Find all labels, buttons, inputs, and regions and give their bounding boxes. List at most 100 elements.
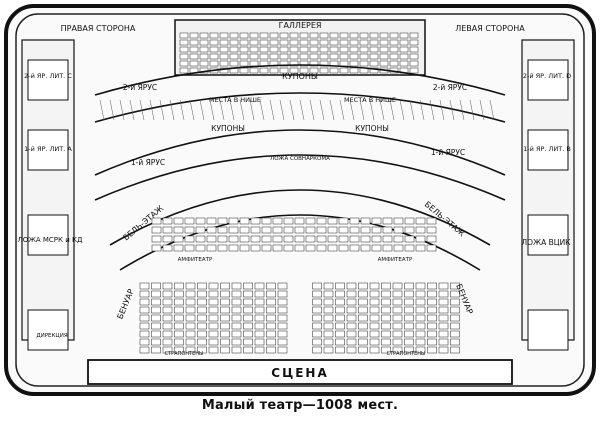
amphitheatre-seat xyxy=(173,217,184,225)
amphitheatre-seat xyxy=(316,217,327,225)
gallery-seat xyxy=(219,53,229,60)
gallery-seat xyxy=(179,53,189,60)
directorate-label: ДИРЕКЦИЯ xyxy=(36,333,67,339)
parterre-seat xyxy=(323,290,334,298)
parterre-seat xyxy=(369,282,380,290)
gallery-seat xyxy=(299,67,309,74)
gallery-seat xyxy=(319,39,329,46)
parterre-seat xyxy=(415,306,426,314)
gallery-seat xyxy=(299,53,309,60)
gallery-seat xyxy=(269,39,279,46)
parterre-seat xyxy=(346,314,357,322)
lit-d-label: 2-й ЯР. ЛИТ. D xyxy=(523,72,571,80)
hatch-line xyxy=(429,99,435,121)
tier-arc xyxy=(94,92,506,123)
parterre-seat xyxy=(197,322,207,330)
parterre-seat xyxy=(220,298,230,306)
parterre-seat xyxy=(231,338,242,346)
gallery-seats xyxy=(179,32,419,74)
amphitheatre-seat xyxy=(217,226,228,234)
gallery-seat xyxy=(259,46,269,53)
parterre-seat xyxy=(381,306,391,314)
amphitheatre-seat xyxy=(426,235,437,243)
parterre-seat xyxy=(254,346,265,354)
parterre-seat xyxy=(151,298,161,306)
gallery-seat xyxy=(349,53,359,60)
hatch-line xyxy=(129,99,135,121)
gallery-seat xyxy=(229,32,239,39)
amphitheatre-seat xyxy=(294,244,305,252)
parterre-seat xyxy=(197,306,207,314)
parterre-seat xyxy=(450,298,460,306)
parterre-seat xyxy=(450,314,460,322)
parterre-seat xyxy=(323,338,334,346)
hatch-line xyxy=(289,99,295,121)
gallery-seat xyxy=(399,32,409,39)
parterre-seat xyxy=(277,290,288,298)
parterre-seat xyxy=(346,346,357,354)
parterre-seat xyxy=(438,282,449,290)
parterre-seat xyxy=(346,330,357,338)
amphitheatre-seat xyxy=(151,217,162,225)
hatch-line xyxy=(469,99,475,121)
gallery-seat xyxy=(409,46,419,53)
parterre-seat xyxy=(185,306,196,314)
amfiteatr-left-label: АМФИТЕАТР xyxy=(178,257,213,263)
parterre-seat xyxy=(139,298,150,306)
amphitheatre-seat xyxy=(338,244,349,252)
parterre-seat xyxy=(220,346,230,354)
parterre-seat xyxy=(450,330,460,338)
amphitheatre-seat xyxy=(349,217,360,225)
parterre-seat xyxy=(404,306,414,314)
parterre-seat xyxy=(323,298,334,306)
gallery-seat xyxy=(199,53,209,60)
amphitheatre-seat xyxy=(382,244,393,252)
gallery-seat xyxy=(339,32,349,39)
parterre-seat xyxy=(335,306,345,314)
box-frame xyxy=(527,309,569,351)
gallery-seat xyxy=(279,39,289,46)
hatch-line xyxy=(269,99,275,121)
gallery-seat xyxy=(239,67,249,74)
parterre-seat xyxy=(174,290,184,298)
parterre-seat xyxy=(243,282,253,290)
gallery-seat xyxy=(349,39,359,46)
hatch-line xyxy=(339,99,345,121)
parterre-seat xyxy=(369,330,380,338)
gallery-seat xyxy=(239,60,249,67)
parterre-seat xyxy=(427,298,437,306)
gallery-seat xyxy=(369,53,379,60)
tier-arc xyxy=(94,154,506,201)
parterre-seat xyxy=(312,346,322,354)
right-pillar xyxy=(521,39,575,351)
amphitheatre-seat xyxy=(184,244,195,252)
amphitheatre-seat xyxy=(327,244,338,252)
parterre-seat xyxy=(358,338,368,346)
parterre-seat xyxy=(312,306,322,314)
parterre-seat xyxy=(162,330,173,338)
hatch-line xyxy=(199,99,205,121)
parterre-seat xyxy=(392,330,403,338)
gallery-seat xyxy=(189,46,199,53)
lit-c-label: 2-й ЯР. ЛИТ. С xyxy=(24,72,72,80)
gallery-seat xyxy=(369,39,379,46)
parterre-seat xyxy=(335,330,345,338)
parterre-seat xyxy=(415,322,426,330)
amphitheatre-seat xyxy=(404,226,415,234)
amphitheatre-seat xyxy=(360,244,371,252)
parterre-seat xyxy=(266,298,276,306)
amphitheatre-seat xyxy=(239,244,250,252)
amphitheatre-seat xyxy=(261,235,272,243)
parterre-seat xyxy=(266,306,276,314)
box-frame xyxy=(27,59,69,101)
gallery-seat xyxy=(199,60,209,67)
parterre-seat xyxy=(174,338,184,346)
parterre-seat xyxy=(381,330,391,338)
gallery-seat xyxy=(319,67,329,74)
gallery-seat xyxy=(369,46,379,53)
amphitheatre-seat xyxy=(415,226,426,234)
amphitheatre-seat xyxy=(250,217,261,225)
kupony-left-label: КУПОНЫ xyxy=(211,124,245,133)
parterre-seat xyxy=(450,338,460,346)
gallery-seat xyxy=(289,39,299,46)
